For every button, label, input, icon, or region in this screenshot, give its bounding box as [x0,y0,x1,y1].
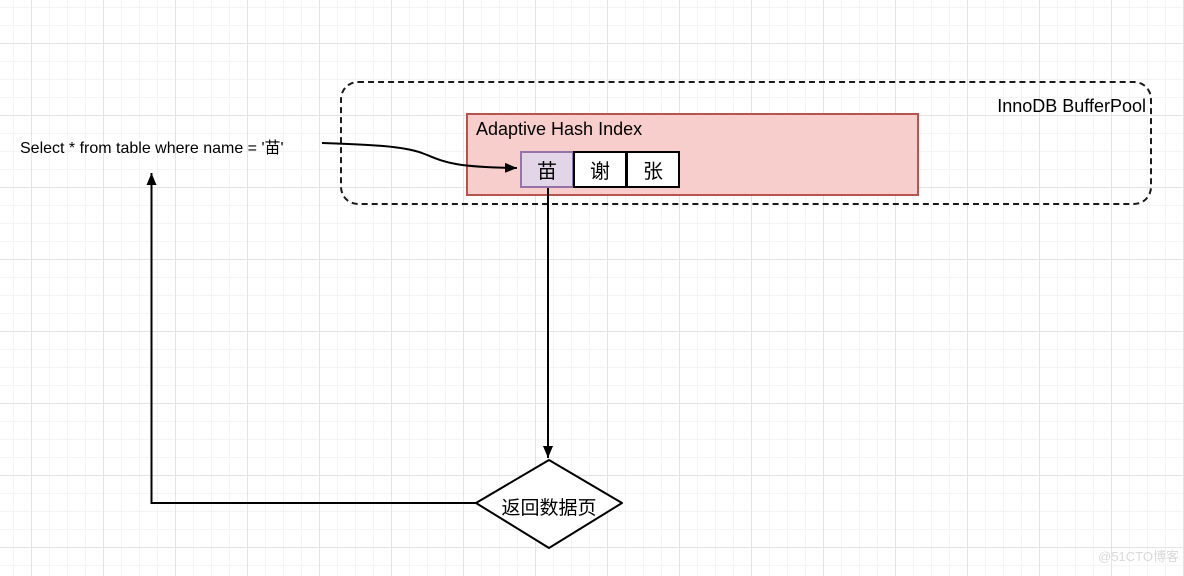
adaptive-hash-index-label: Adaptive Hash Index [476,119,643,139]
decision-diamond [475,459,623,549]
hash-cell-zhang: 张 [626,151,680,188]
query-label: Select * from table where name = '苗' [20,140,284,157]
hash-cell-miao: 苗 [520,151,574,188]
bufferpool-title: InnoDB BufferPool [997,96,1146,116]
decision-label: 返回数据页 [501,498,597,519]
watermark: @51CTO博客 [1098,549,1179,564]
query-to-bucket-arrow [321,142,518,173]
decision-to-query-arrow [146,173,476,504]
hash-bucket-row: 苗 谢 张 [520,151,680,188]
